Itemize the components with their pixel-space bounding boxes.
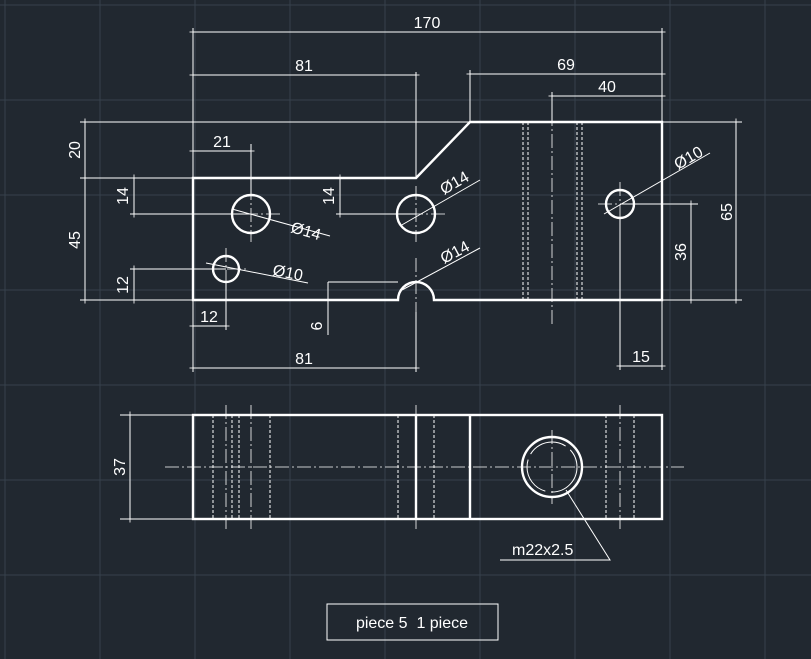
thread-leader [500,489,611,561]
dim-hole3-x: 12 [200,309,218,326]
threaded-hole [520,430,584,504]
dim-right-height: 65 [719,203,736,221]
dim-hole1-y: 14 [115,187,132,205]
side-centerlines [165,405,684,530]
callout-notch-dia: Ø14 [438,238,473,267]
dim-top-step: 20 [67,141,84,159]
dim-right-length: 69 [557,57,575,74]
dim-left-length-bottom: 81 [295,351,313,368]
dimension-texts: 170 81 69 40 21 20 45 65 14 14 12 36 12 … [67,15,736,476]
dim-right-hole-y: 36 [673,243,690,261]
front-view [80,28,742,372]
extension-lines [80,28,742,372]
slot-hidden-lines [522,112,583,325]
dim-notch-depth: 6 [309,321,326,330]
dim-right-hole-x: 15 [632,349,650,366]
dim-overall-length: 170 [414,15,441,32]
callout-hole1-dia: Ø14 [289,220,323,245]
callout-thread: m22x2.5 [512,542,573,559]
front-view-outline [191,120,664,302]
piece-label: piece 5 1 piece [356,615,468,632]
dim-hole1-x: 21 [213,134,231,151]
callout-right-hole-dia: Ø10 [672,144,707,174]
dim-side-height: 37 [112,458,129,476]
dim-hole2-y: 14 [321,187,338,205]
diameter-leaders [205,152,711,291]
title-box: piece 5 1 piece [326,603,499,641]
callout-hole3-dia: Ø10 [271,262,304,284]
side-view [120,405,684,561]
dimension-lines [84,31,737,369]
dim-left-length-top: 81 [295,58,313,75]
dim-hole3-y: 12 [115,276,132,294]
dim-left-height: 45 [67,231,84,249]
dim-slot-offset: 40 [598,79,616,96]
